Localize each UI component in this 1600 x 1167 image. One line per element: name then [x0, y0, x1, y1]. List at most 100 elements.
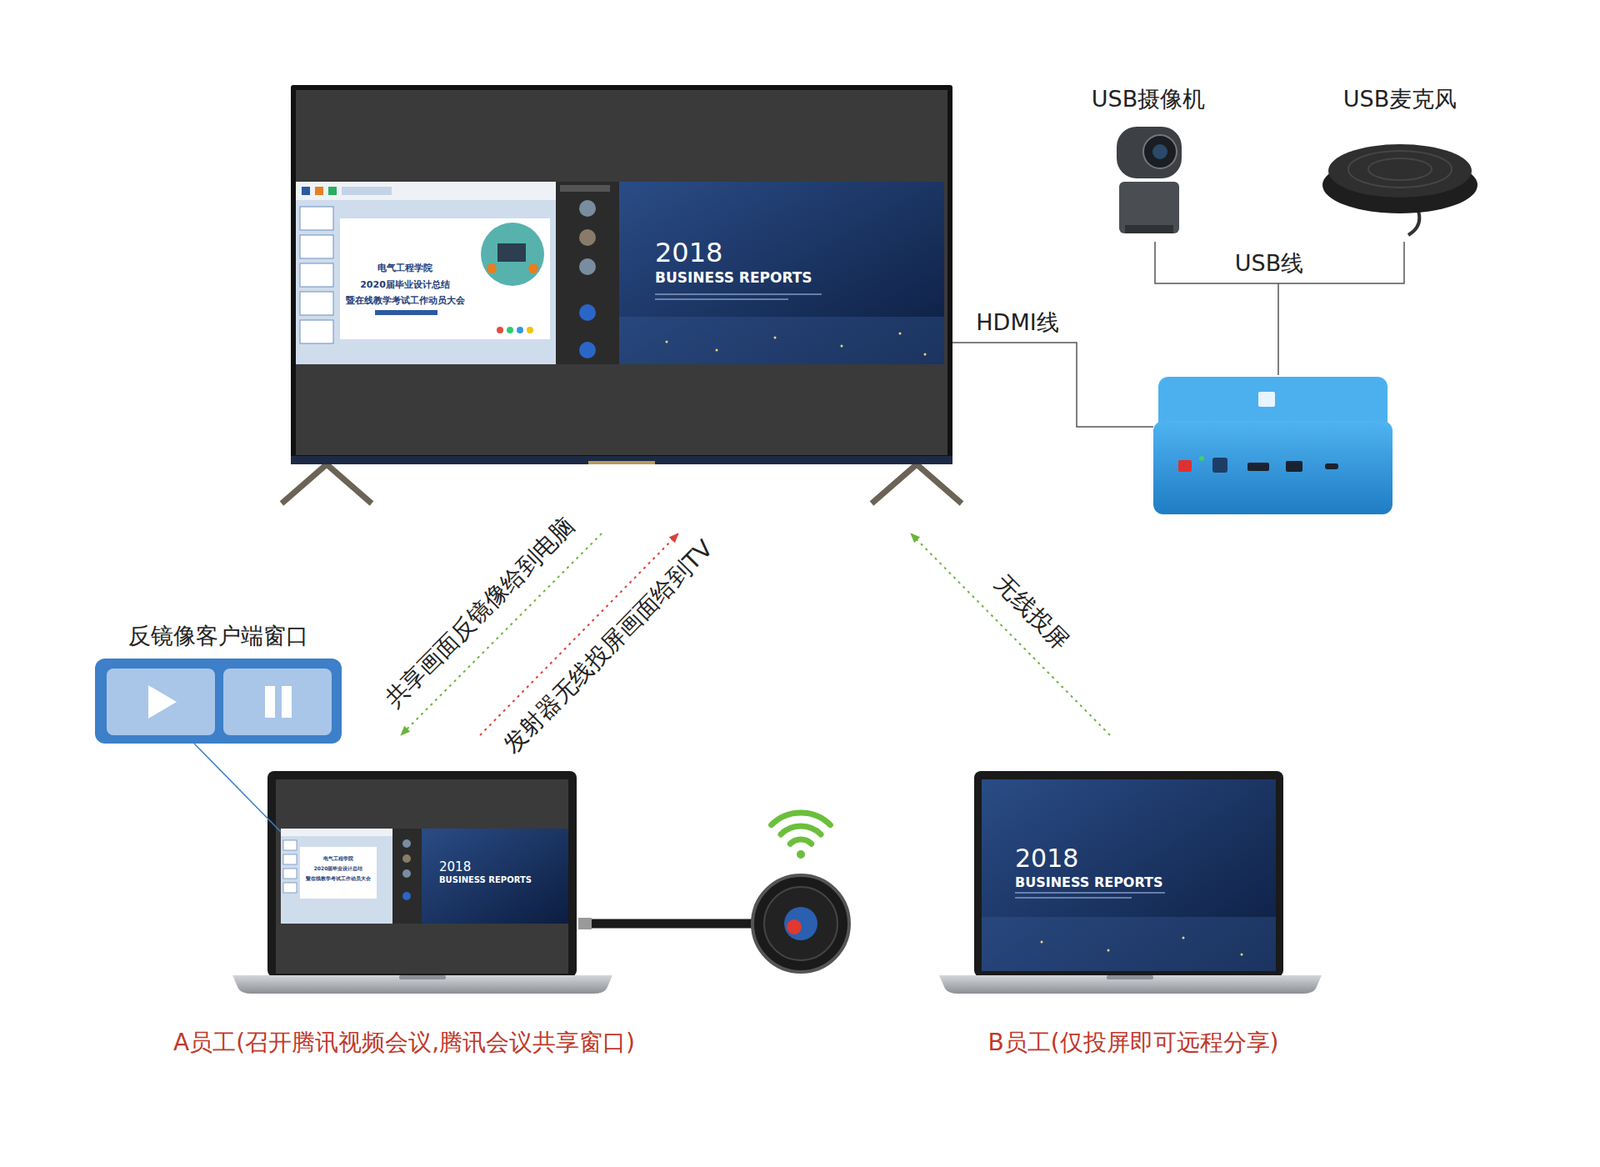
- tv-screen-content: [655, 293, 822, 295]
- laptop-b-drawing: [939, 975, 1322, 994]
- wireless-transmitter: [786, 919, 802, 935]
- edge-label: 共享画面反镜像给到电脑: [379, 512, 580, 714]
- slide-text: 电气工程学院: [323, 855, 354, 862]
- tv-screen-content: [315, 186, 324, 195]
- tv-screen-content: [295, 181, 945, 365]
- slide-text: 2020届毕业设计总结: [314, 865, 364, 872]
- tv-screen-content: [340, 218, 550, 340]
- device-label: USB摄像机: [1091, 85, 1205, 112]
- wireless-transmitter: [784, 906, 818, 940]
- tv-screen-content: [619, 181, 945, 365]
- laptop-a-drawing: [280, 828, 393, 924]
- laptop-a-drawing: [283, 854, 297, 865]
- tv-screen-content: [655, 298, 789, 300]
- tv-screen-content: [579, 229, 596, 246]
- laptop-b-drawing: [1015, 891, 1165, 894]
- tv-screen-content: [665, 340, 669, 344]
- laptop-a-drawing: [283, 840, 297, 850]
- tv-set: [290, 455, 953, 465]
- laptop-b-drawing: [1015, 896, 1132, 899]
- usb-camera: USB摄像机: [1075, 83, 1222, 242]
- laptop-a-drawing: [392, 828, 422, 924]
- connector: [910, 533, 1110, 735]
- laptop-b-drawing: [939, 770, 1322, 994]
- usb-camera-drawing: [1119, 181, 1180, 234]
- mirror-window-drawing: [223, 668, 332, 735]
- usb-camera-drawing: [1143, 135, 1177, 169]
- receiver-box: [1258, 391, 1275, 407]
- mirror-window-drawing: [106, 668, 215, 735]
- tv-screen-content: [528, 263, 539, 274]
- laptop-a-drawing: [232, 975, 613, 994]
- wire-label: USB线: [1235, 250, 1304, 276]
- receiver-box: [1247, 462, 1270, 471]
- tv-screen-content: [300, 235, 334, 259]
- tv-screen-content: [560, 185, 610, 192]
- tv-screen-content: [555, 181, 620, 365]
- mirror-client-window: 反镜像客户端窗口: [95, 620, 342, 744]
- slide-text: 2020届毕业设计总结: [360, 280, 450, 291]
- tv-screen-content: [579, 341, 596, 359]
- laptop-b-drawing: [974, 770, 1284, 977]
- usb-microphone-drawing: [1322, 144, 1478, 235]
- laptop-a-drawing: [300, 846, 377, 899]
- usb-wire: [1155, 241, 1405, 284]
- laptop-a-drawing: [402, 869, 411, 878]
- tv-screen-content: [506, 326, 514, 334]
- connector: [480, 533, 679, 735]
- tv-screen-content: [341, 186, 392, 195]
- receiver-box: [1178, 460, 1192, 472]
- mirror-window-drawing: [148, 685, 177, 719]
- laptop-a-drawing: [283, 868, 297, 879]
- tv-screen-content: [579, 200, 596, 217]
- tv-screen-content: [295, 181, 556, 365]
- usb-camera-drawing: [1116, 126, 1182, 234]
- laptop-a-drawing: [402, 891, 411, 900]
- wifi-symbol: [790, 839, 811, 844]
- wifi-symbol: [771, 812, 831, 859]
- tv-screen-content: [496, 326, 504, 334]
- tv-set: [290, 85, 953, 465]
- laptop-b-drawing: [981, 779, 1276, 971]
- tv-screen-content: [899, 332, 902, 335]
- usb-microphone-drawing: [1328, 144, 1472, 198]
- tv-set: [588, 460, 655, 465]
- mirror-window-drawing: [95, 658, 342, 744]
- usb-wire: [1277, 283, 1280, 375]
- usb-camera-drawing: [1125, 225, 1174, 234]
- tv-screen-content: [301, 186, 310, 195]
- laptop-a-drawing: [267, 770, 577, 977]
- employee-label: B员工(仅投屏即可远程分享): [987, 1029, 1279, 1056]
- tv-screen-content: [579, 304, 596, 321]
- tv-screen-content: [516, 326, 524, 334]
- slide-text: 暨在线教学考试工作动员大会: [345, 295, 465, 307]
- receiver-box: [1153, 376, 1393, 515]
- laptop-a-drawing: [421, 828, 569, 924]
- usb-microphone-drawing: [1348, 150, 1452, 188]
- tv-screen-content: [480, 222, 545, 286]
- slide-year: 2018: [439, 860, 471, 875]
- slide-text: 电气工程学院: [377, 263, 433, 275]
- tv-set: [281, 464, 372, 504]
- mirror-window-drawing: [95, 658, 342, 744]
- laptop-a-drawing: [232, 770, 613, 994]
- usb-camera-drawing: [1116, 126, 1182, 179]
- hdmi-wire: [952, 342, 1154, 427]
- wifi-symbol: [780, 825, 821, 835]
- usb-microphone-drawing: [1368, 158, 1432, 180]
- receiver-box: [1325, 463, 1339, 470]
- laptop-b-drawing: [1240, 953, 1244, 956]
- connector: [194, 743, 281, 832]
- mirror-window-drawing: [265, 685, 275, 718]
- laptop-b-drawing: [1107, 949, 1110, 952]
- receiver-box: [1199, 455, 1205, 461]
- laptop-b-drawing: [1182, 936, 1185, 940]
- tv-screen-content: [774, 336, 777, 340]
- wire-label: HDMI线: [975, 309, 1059, 335]
- tv-set: [871, 464, 962, 504]
- laptop-a-drawing: [402, 839, 411, 848]
- laptop-a-drawing: [280, 828, 393, 836]
- wifi-symbol: [796, 850, 805, 859]
- tv-screen-content: [715, 349, 719, 352]
